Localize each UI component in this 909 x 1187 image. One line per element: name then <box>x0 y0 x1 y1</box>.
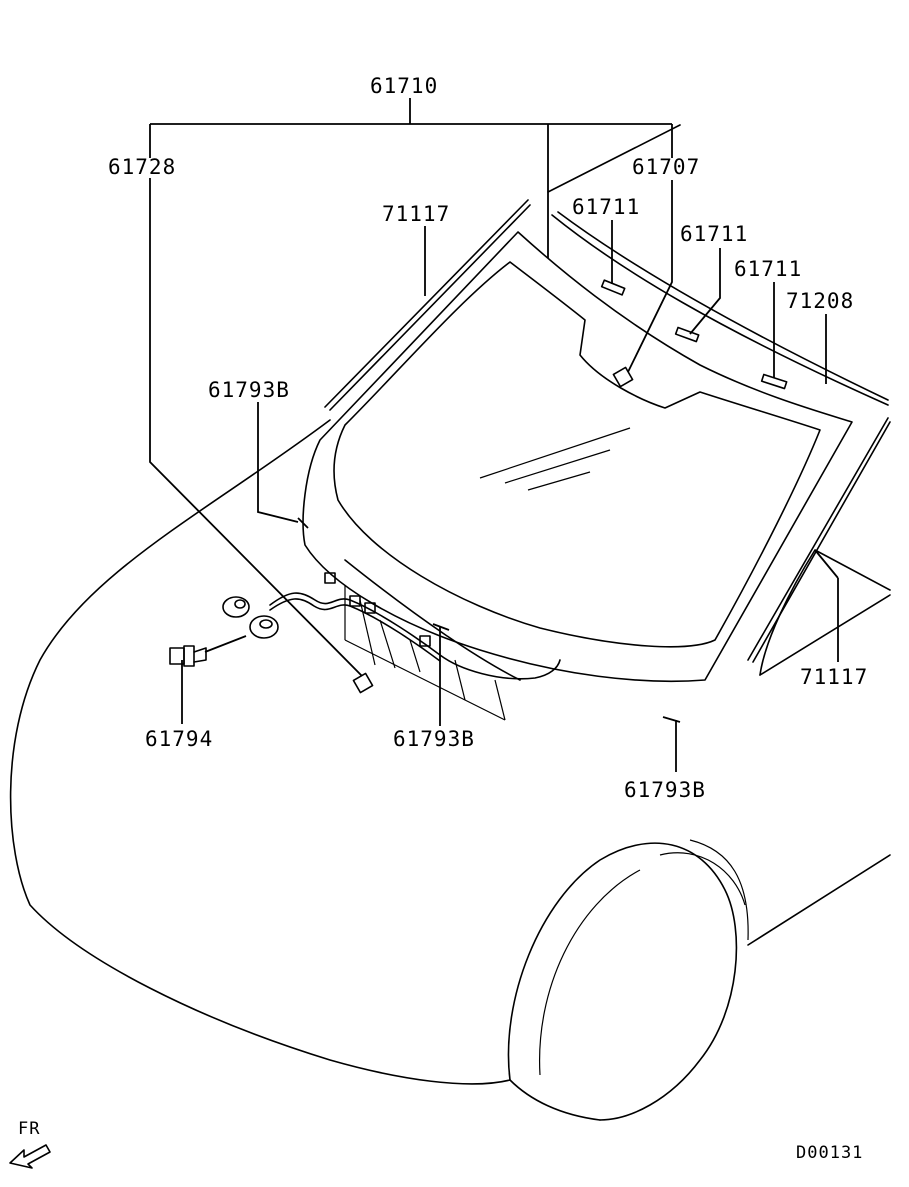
label-61793b-left: 61793B <box>208 378 290 402</box>
part-labels: 61710 61728 61707 71117 61711 61711 6171… <box>18 74 868 1163</box>
label-61793b-right: 61793B <box>624 778 706 802</box>
label-71117-right: 71117 <box>800 665 868 689</box>
right-side-molding <box>747 417 891 663</box>
label-71117-top: 71117 <box>382 202 450 226</box>
label-61711-c: 61711 <box>734 257 802 281</box>
front-direction-arrow <box>9 1144 51 1169</box>
front-marker-label: FR <box>18 1119 40 1139</box>
label-61794: 61794 <box>145 727 213 751</box>
wire-harness <box>269 572 561 721</box>
windshield-glass <box>302 231 853 683</box>
drawing-code: D00131 <box>796 1143 863 1163</box>
label-61711-b: 61711 <box>680 222 748 246</box>
harness-grommets <box>222 596 279 639</box>
label-61707: 61707 <box>632 155 700 179</box>
label-61711-a: 61711 <box>572 195 640 219</box>
car-body-outline <box>9 124 891 1121</box>
label-61710: 61710 <box>370 74 438 98</box>
molding-clips <box>297 517 681 723</box>
mirror-bracket <box>612 366 634 388</box>
leader-lines <box>149 98 839 772</box>
label-71208: 71208 <box>786 289 854 313</box>
label-61728: 61728 <box>108 155 176 179</box>
label-61793b-center: 61793B <box>393 727 475 751</box>
spacer-clips <box>600 279 788 390</box>
bolt <box>169 645 207 667</box>
left-side-molding <box>324 199 531 411</box>
